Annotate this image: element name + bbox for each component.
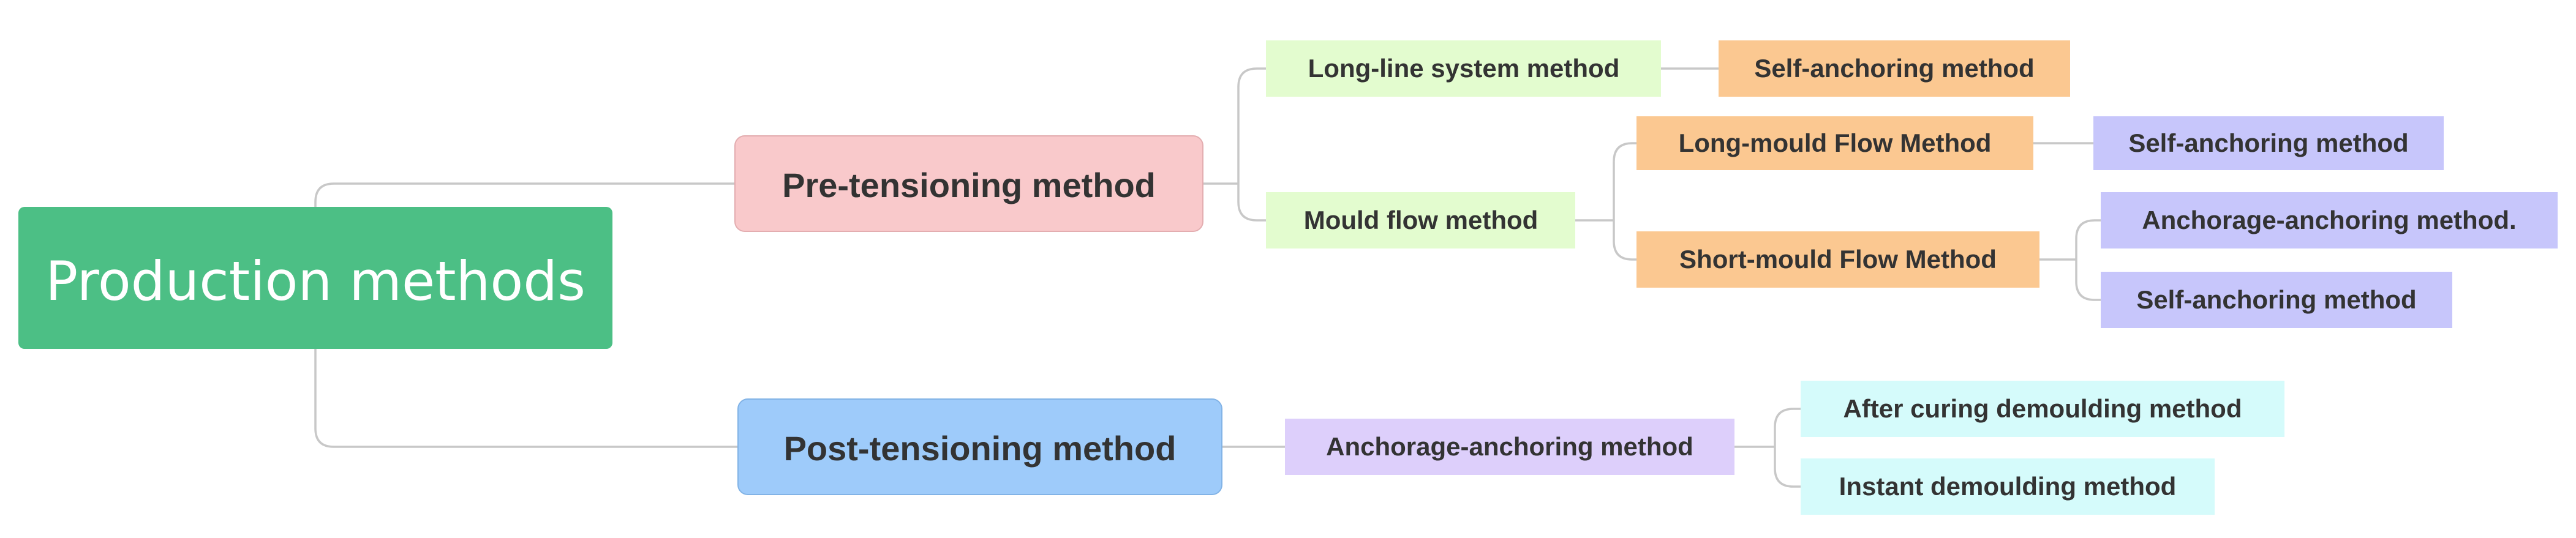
self-anchoring-node-1: Self-anchoring method <box>1719 40 2070 97</box>
after-curing-demoulding-node: After curing demoulding method <box>1801 381 2284 437</box>
long-line-system-node: Long-line system method <box>1266 40 1661 97</box>
after-curing-demoulding-label: After curing demoulding method <box>1843 394 2242 423</box>
connector-root-post <box>314 349 738 448</box>
anchorage-anchoring-node-1: Anchorage-anchoring method. <box>2101 192 2558 248</box>
root-label: Production methods <box>45 250 586 313</box>
connector-pre-to-children <box>1203 67 1266 222</box>
connectors <box>314 67 2101 488</box>
pre-tensioning-label: Pre-tensioning method <box>782 166 1156 204</box>
anchorage-anchoring-label-2: Anchorage-anchoring method <box>1326 432 1693 461</box>
pre-tensioning-node: Pre-tensioning method <box>734 135 1203 232</box>
post-tensioning-label: Post-tensioning method <box>784 429 1177 468</box>
long-line-system-label: Long-line system method <box>1308 54 1620 83</box>
self-anchoring-node-2: Self-anchoring method <box>2093 116 2444 170</box>
mould-flow-label: Mould flow method <box>1304 206 1538 234</box>
connector-shortmould-to-children <box>2039 219 2101 301</box>
instant-demoulding-node: Instant demoulding method <box>1801 458 2215 515</box>
anchorage-anchoring-node-2: Anchorage-anchoring method <box>1285 419 1734 475</box>
long-mould-flow-label: Long-mould Flow Method <box>1679 129 1992 157</box>
long-mould-flow-node: Long-mould Flow Method <box>1636 116 2033 170</box>
instant-demoulding-label: Instant demoulding method <box>1839 472 2177 501</box>
self-anchoring-label-1: Self-anchoring method <box>1754 54 2034 83</box>
mould-flow-node: Mould flow method <box>1266 192 1575 248</box>
self-anchoring-label-3: Self-anchoring method <box>2136 285 2416 314</box>
connector-root-pre <box>314 182 735 207</box>
short-mould-flow-node: Short-mould Flow Method <box>1636 231 2039 288</box>
anchorage-anchoring-label-1: Anchorage-anchoring method. <box>2142 206 2516 234</box>
post-tensioning-node: Post-tensioning method <box>737 398 1222 495</box>
root-node: Production methods <box>18 207 612 349</box>
connector-mould-to-children <box>1575 142 1636 261</box>
self-anchoring-label-2: Self-anchoring method <box>2128 129 2408 157</box>
connector-anchorage-to-children <box>1734 408 1801 488</box>
short-mould-flow-label: Short-mould Flow Method <box>1679 245 1997 274</box>
self-anchoring-node-3: Self-anchoring method <box>2101 272 2452 328</box>
